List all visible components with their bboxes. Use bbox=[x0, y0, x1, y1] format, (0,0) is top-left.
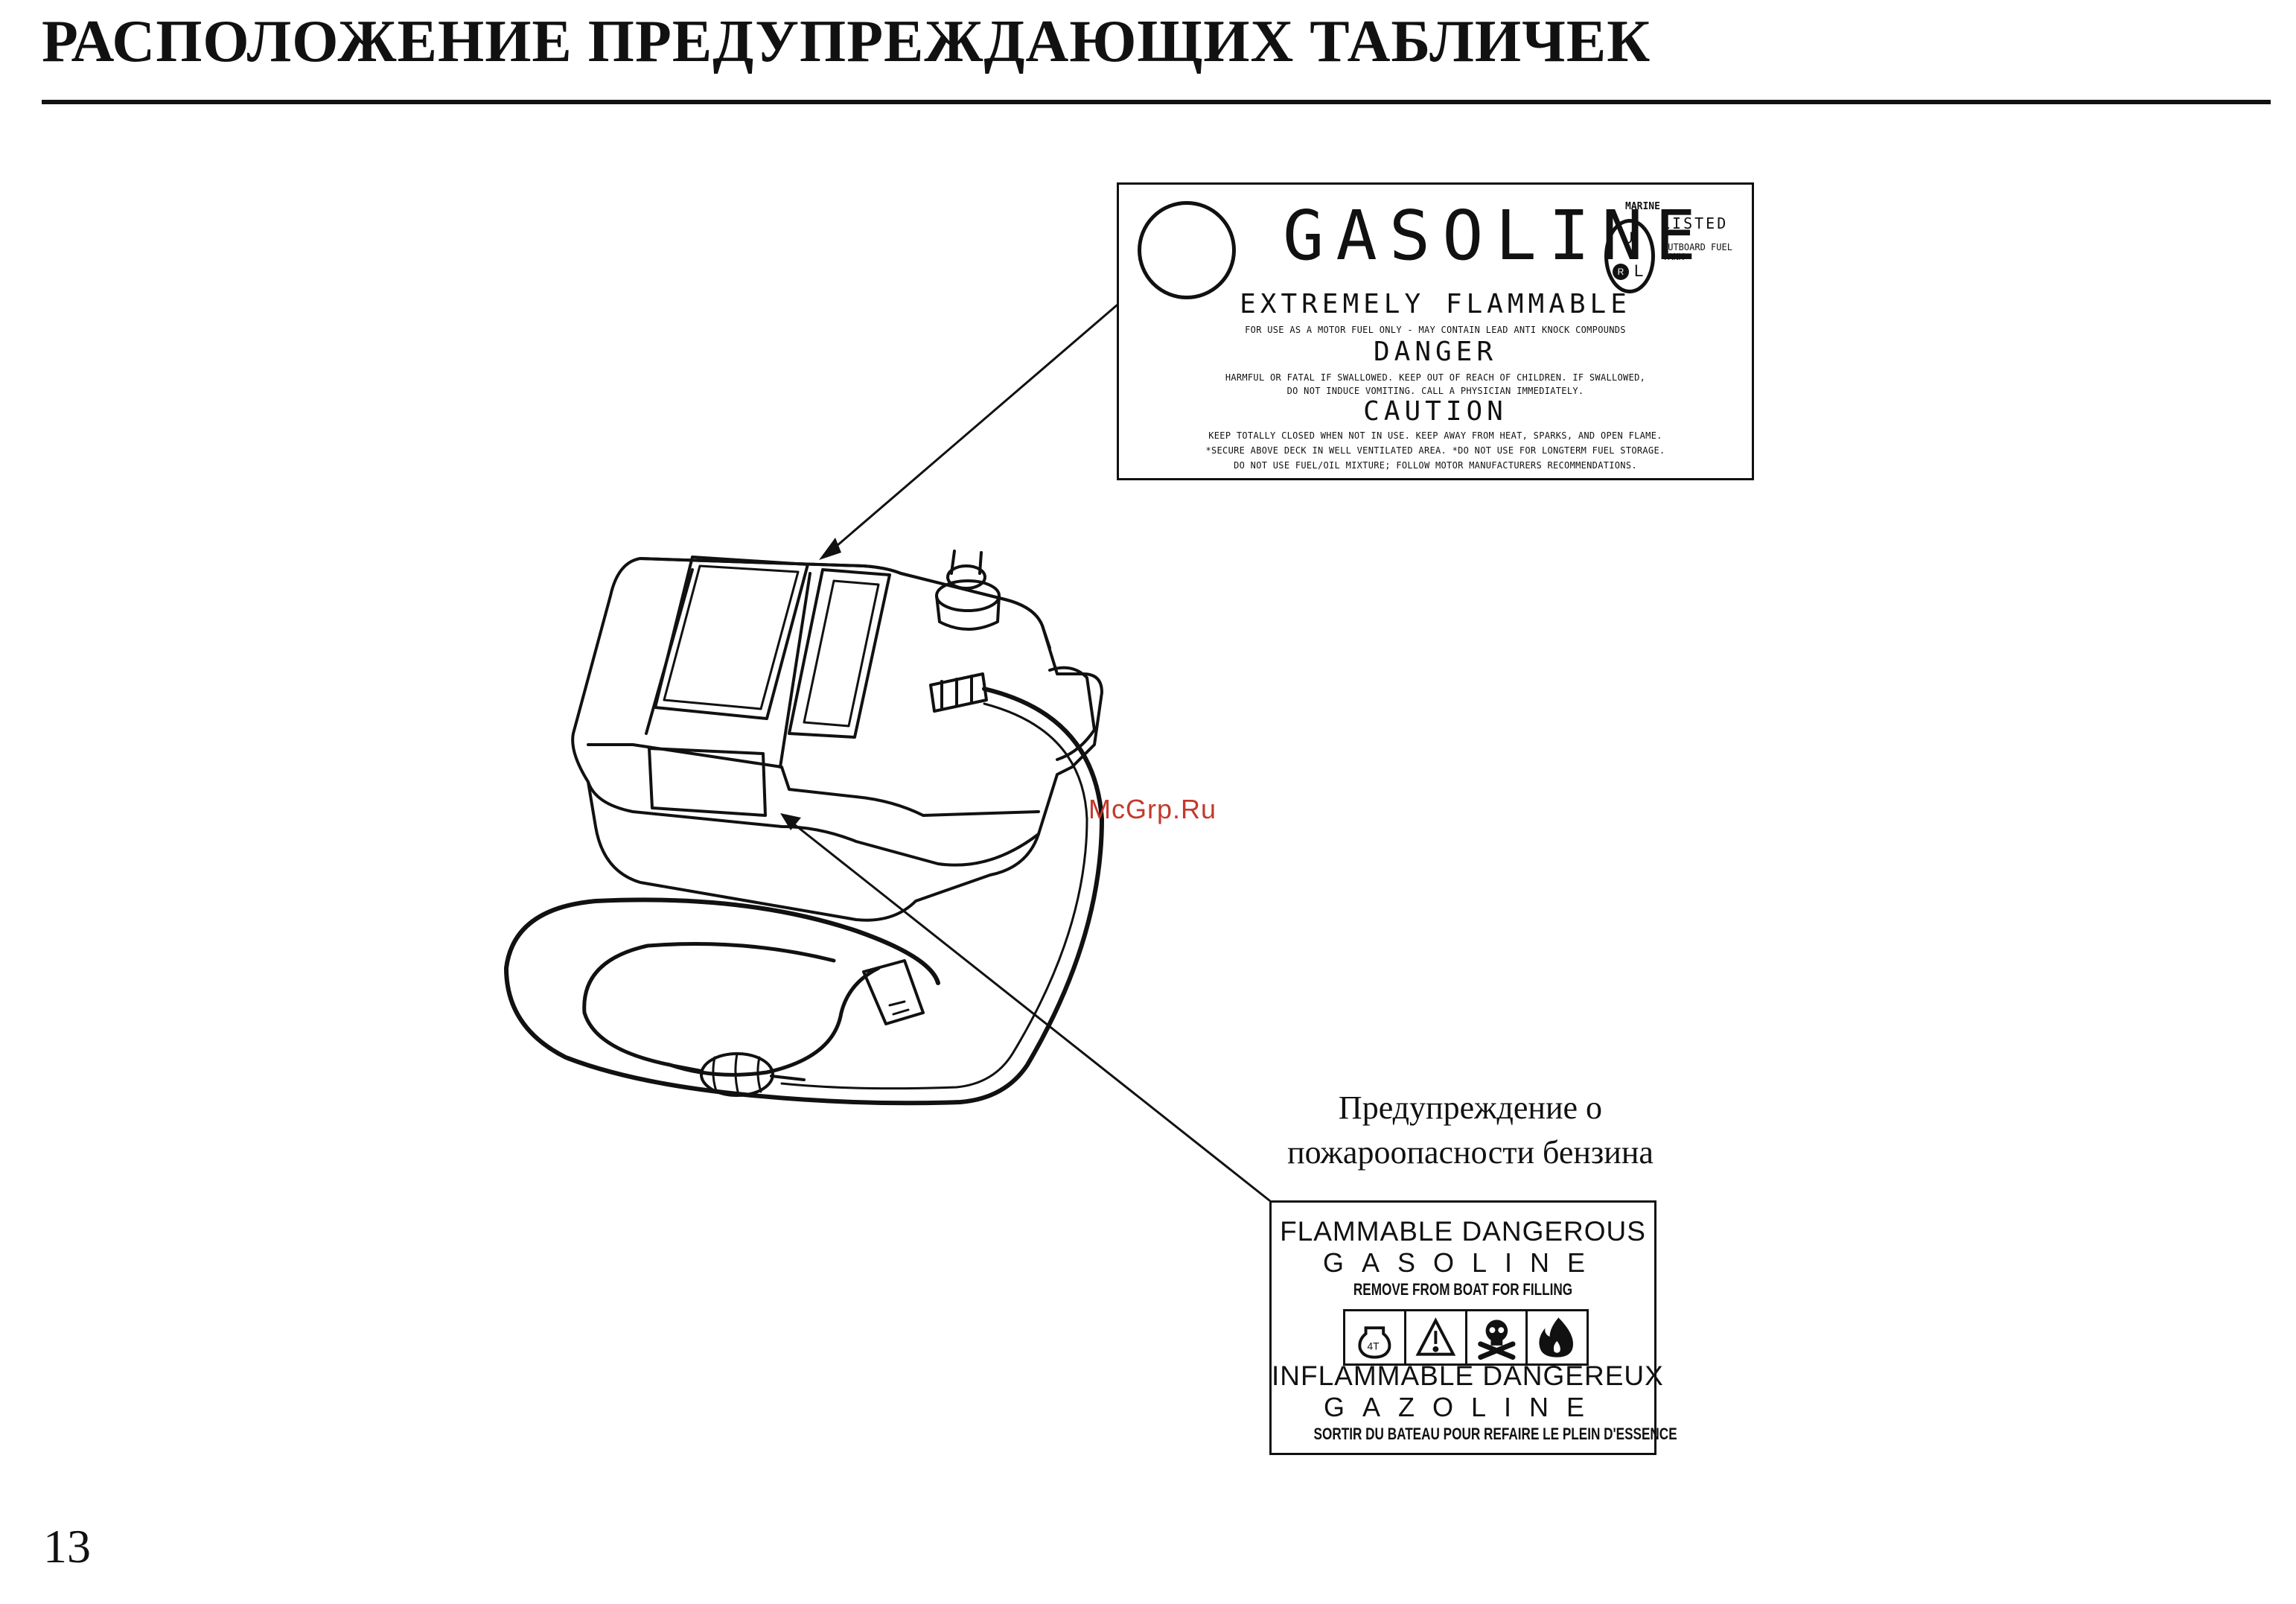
bulb-ribs bbox=[712, 1052, 762, 1096]
flammable-line-1: FLAMMABLE DANGEROUS bbox=[1280, 1216, 1646, 1247]
leader-arrow-top bbox=[819, 538, 841, 560]
warning-triangle-icon bbox=[1406, 1311, 1467, 1363]
flammable-line-5: GAZOLINE bbox=[1323, 1392, 1603, 1422]
caption-line-2: пожароопасности бензина bbox=[1287, 1134, 1654, 1171]
fuel-hose bbox=[504, 687, 1104, 1106]
leader-arrow-bottom bbox=[780, 813, 801, 830]
tank-divider-2 bbox=[779, 572, 811, 768]
caution-heading: CAUTION bbox=[1363, 396, 1508, 427]
page-number: 13 bbox=[43, 1520, 91, 1573]
top-label-recess bbox=[654, 556, 809, 720]
front-label-plate bbox=[648, 747, 767, 817]
four-stroke-engine-icon: 4T bbox=[1345, 1311, 1406, 1363]
title-rule bbox=[42, 100, 2271, 104]
label-line-1: FOR USE AS A MOTOR FUEL ONLY - MAY CONTA… bbox=[1245, 325, 1626, 335]
ul-listed-logo: U R L bbox=[1604, 219, 1655, 293]
connector-nut bbox=[940, 675, 973, 709]
engine-connector bbox=[862, 959, 925, 1025]
flammable-line-4: INFLAMMABLE DANGEREUX bbox=[1272, 1360, 1664, 1391]
flame-icon bbox=[1528, 1311, 1587, 1363]
label-line-3: DO NOT INDUCE VOMITING. CALL A PHYSICIAN… bbox=[1286, 386, 1584, 396]
flammable-line-6: SORTIR DU BATEAU POUR REFAIRE LE PLEIN D… bbox=[1313, 1425, 1677, 1443]
warning-icons-row: 4T bbox=[1343, 1309, 1589, 1366]
filler-cap-side bbox=[935, 594, 1001, 631]
gasoline-warning-label: GASOLINE MARINE U R L LISTED OUTBOARD FU… bbox=[1117, 182, 1754, 480]
tank-connector bbox=[929, 672, 988, 713]
listed-text: LISTED bbox=[1661, 214, 1729, 232]
filler-cap-top bbox=[946, 564, 986, 590]
danger-heading: DANGER bbox=[1373, 337, 1498, 367]
ul-r: R bbox=[1613, 264, 1629, 280]
flammable-dangerous-label: FLAMMABLE DANGEROUS GASOLINE REMOVE FROM… bbox=[1269, 1200, 1677, 1455]
flammable-line-3: REMOVE FROM BOAT FOR FILLING bbox=[1353, 1280, 1573, 1299]
tank-top bbox=[639, 557, 1051, 649]
label-line-5: *SECURE ABOVE DECK IN WELL VENTILATED AR… bbox=[1205, 445, 1665, 456]
rear-panel bbox=[788, 568, 891, 739]
label-line-4: KEEP TOTALLY CLOSED WHEN NOT IN USE. KEE… bbox=[1208, 430, 1662, 441]
tank-band bbox=[587, 780, 1040, 867]
label-line-2: HARMFUL OR FATAL IF SWALLOWED. KEEP OUT … bbox=[1225, 372, 1646, 383]
seal-circle-icon bbox=[1138, 201, 1236, 299]
caption-line-1: Предупреждение о bbox=[1338, 1089, 1603, 1126]
leader-line-top bbox=[825, 304, 1118, 556]
label-line-6: DO NOT USE FUEL/OIL MIXTURE; FOLLOW MOTO… bbox=[1234, 460, 1637, 471]
tank-step bbox=[587, 743, 1040, 817]
filler-handle bbox=[950, 550, 983, 575]
figure-caption: Предупреждение о пожароопасности бензина bbox=[1266, 1086, 1675, 1175]
skull-icon bbox=[1467, 1311, 1528, 1363]
outboard-text: OUTBOARD FUEL TANK bbox=[1662, 242, 1732, 262]
rear-panel-2 bbox=[803, 579, 880, 728]
engine-connector-tip bbox=[888, 1000, 910, 1016]
tank-body bbox=[571, 557, 1103, 922]
bulb-fitting bbox=[669, 1063, 806, 1081]
engine-icon-text: 4T bbox=[1368, 1341, 1380, 1352]
top-label-inner bbox=[663, 564, 800, 710]
tank-handle bbox=[1048, 666, 1096, 761]
leader-line-bottom bbox=[786, 818, 1271, 1202]
ul-l: L bbox=[1634, 261, 1644, 280]
watermark: McGrp.Ru bbox=[1088, 794, 1217, 824]
page-title: РАСПОЛОЖЕНИЕ ПРЕДУПРЕЖДАЮЩИХ ТАБЛИЧЕК bbox=[42, 9, 1651, 74]
primer-hose bbox=[582, 942, 881, 1077]
ul-u: U bbox=[1621, 229, 1633, 247]
flammable-line-2: GASOLINE bbox=[1322, 1247, 1604, 1278]
marine-text: MARINE bbox=[1625, 201, 1660, 212]
fuel-hose-inner bbox=[780, 702, 1088, 1090]
extremely-flammable: EXTREMELY FLAMMABLE bbox=[1240, 289, 1631, 319]
